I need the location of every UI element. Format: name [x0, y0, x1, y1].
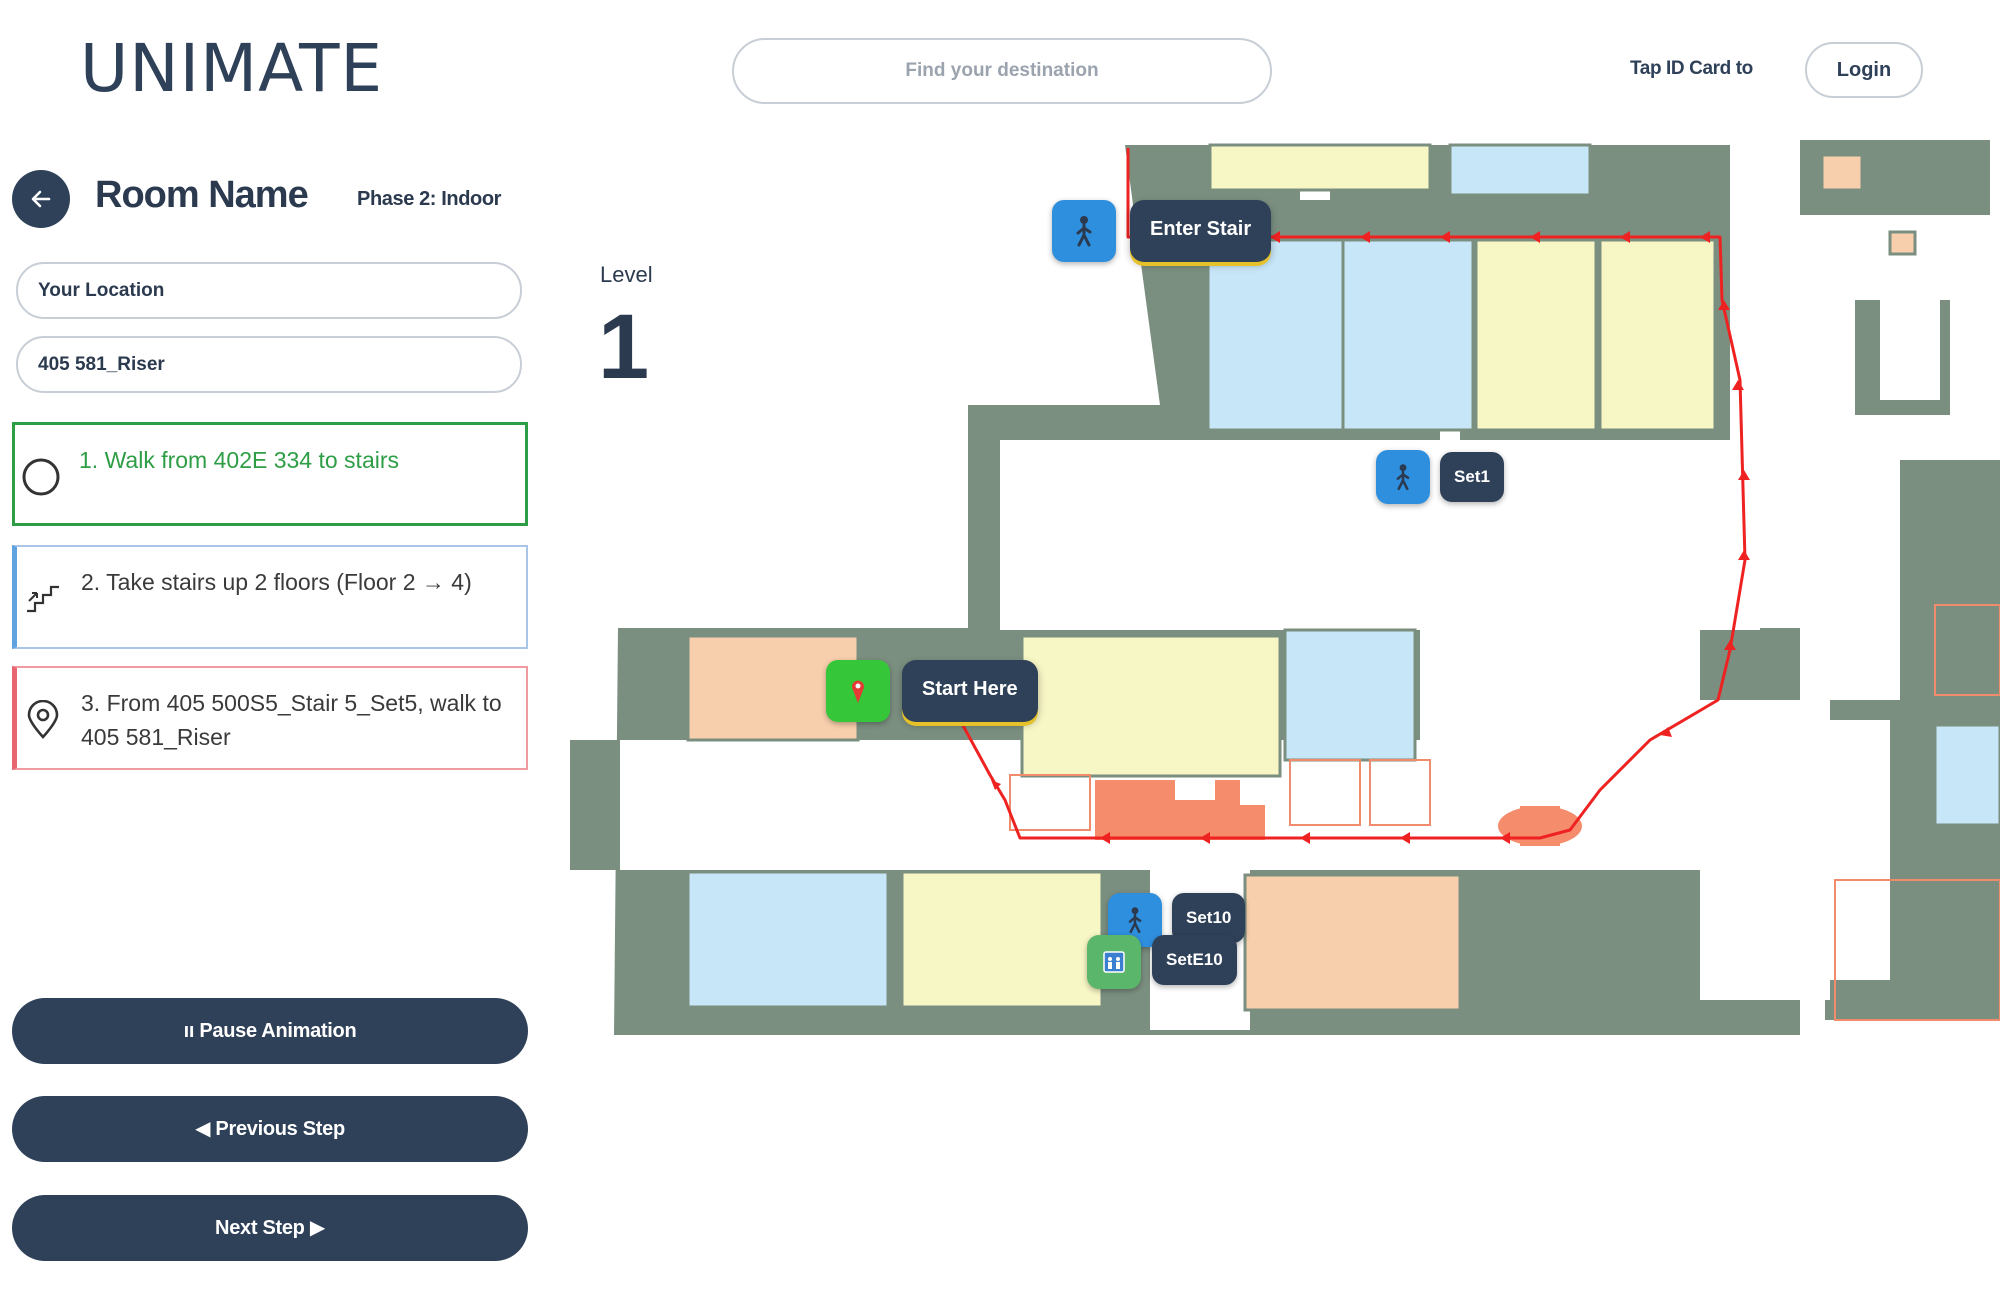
room-name-title: Room Name: [95, 174, 309, 216]
login-button[interactable]: Login: [1805, 42, 1923, 98]
route-path: [958, 148, 1747, 840]
route-step-text: 3. From 405 500S5_Stair 5_Set5, walk to …: [81, 690, 502, 750]
map-room-outlines: [1009, 604, 2000, 1021]
sete10-marker[interactable]: SetE10: [1152, 935, 1237, 985]
phase-label: Phase 2: Indoor: [357, 188, 502, 210]
route-step-3[interactable]: 3. From 405 500S5_Stair 5_Set5, walk to …: [12, 666, 528, 770]
destination-search-input[interactable]: Find your destination: [732, 38, 1272, 104]
circle-icon: [21, 457, 61, 497]
map-yellow-rooms: [900, 143, 1717, 1009]
stairs-icon: [23, 579, 63, 619]
next-step-button[interactable]: Next Step ▶: [12, 1195, 528, 1261]
elevator-icon[interactable]: [1087, 935, 1141, 989]
arrow-left-icon: [31, 190, 51, 208]
map-peach-rooms: [686, 153, 1917, 1012]
map-pin-icon[interactable]: [826, 660, 890, 722]
level-label: Level: [600, 262, 653, 287]
map-blue-rooms: [686, 143, 2000, 1009]
back-button[interactable]: [12, 170, 70, 228]
route-direction-arrows: [991, 231, 1750, 844]
previous-step-button[interactable]: ◀ Previous Step: [12, 1096, 528, 1162]
floor-map[interactable]: [568, 140, 2000, 1045]
tap-id-card-label: Tap ID Card to: [1630, 58, 1753, 79]
set1-marker[interactable]: Set1: [1440, 452, 1504, 502]
level-number: 1: [598, 296, 650, 398]
route-step-text: 2. Take stairs up 2 floors (Floor 2 → 4): [81, 569, 472, 595]
start-here-marker[interactable]: Start Here: [902, 660, 1038, 722]
enter-stair-marker[interactable]: Enter Stair: [1130, 200, 1272, 262]
walking-person-icon[interactable]: [1052, 200, 1116, 262]
your-location-field[interactable]: Your Location: [16, 262, 522, 319]
route-step-2[interactable]: 2. Take stairs up 2 floors (Floor 2 → 4): [12, 545, 528, 649]
destination-field[interactable]: 405 581_Riser: [16, 336, 522, 393]
location-pin-icon: [23, 700, 63, 740]
route-step-text: 1. Walk from 402E 334 to stairs: [79, 447, 400, 473]
walking-person-icon[interactable]: [1376, 450, 1430, 504]
pause-animation-button[interactable]: ıı Pause Animation: [12, 998, 528, 1064]
app-logo: UNIMATE: [80, 30, 384, 107]
route-step-1[interactable]: 1. Walk from 402E 334 to stairs: [12, 422, 528, 526]
set10-marker[interactable]: Set10: [1172, 893, 1246, 943]
